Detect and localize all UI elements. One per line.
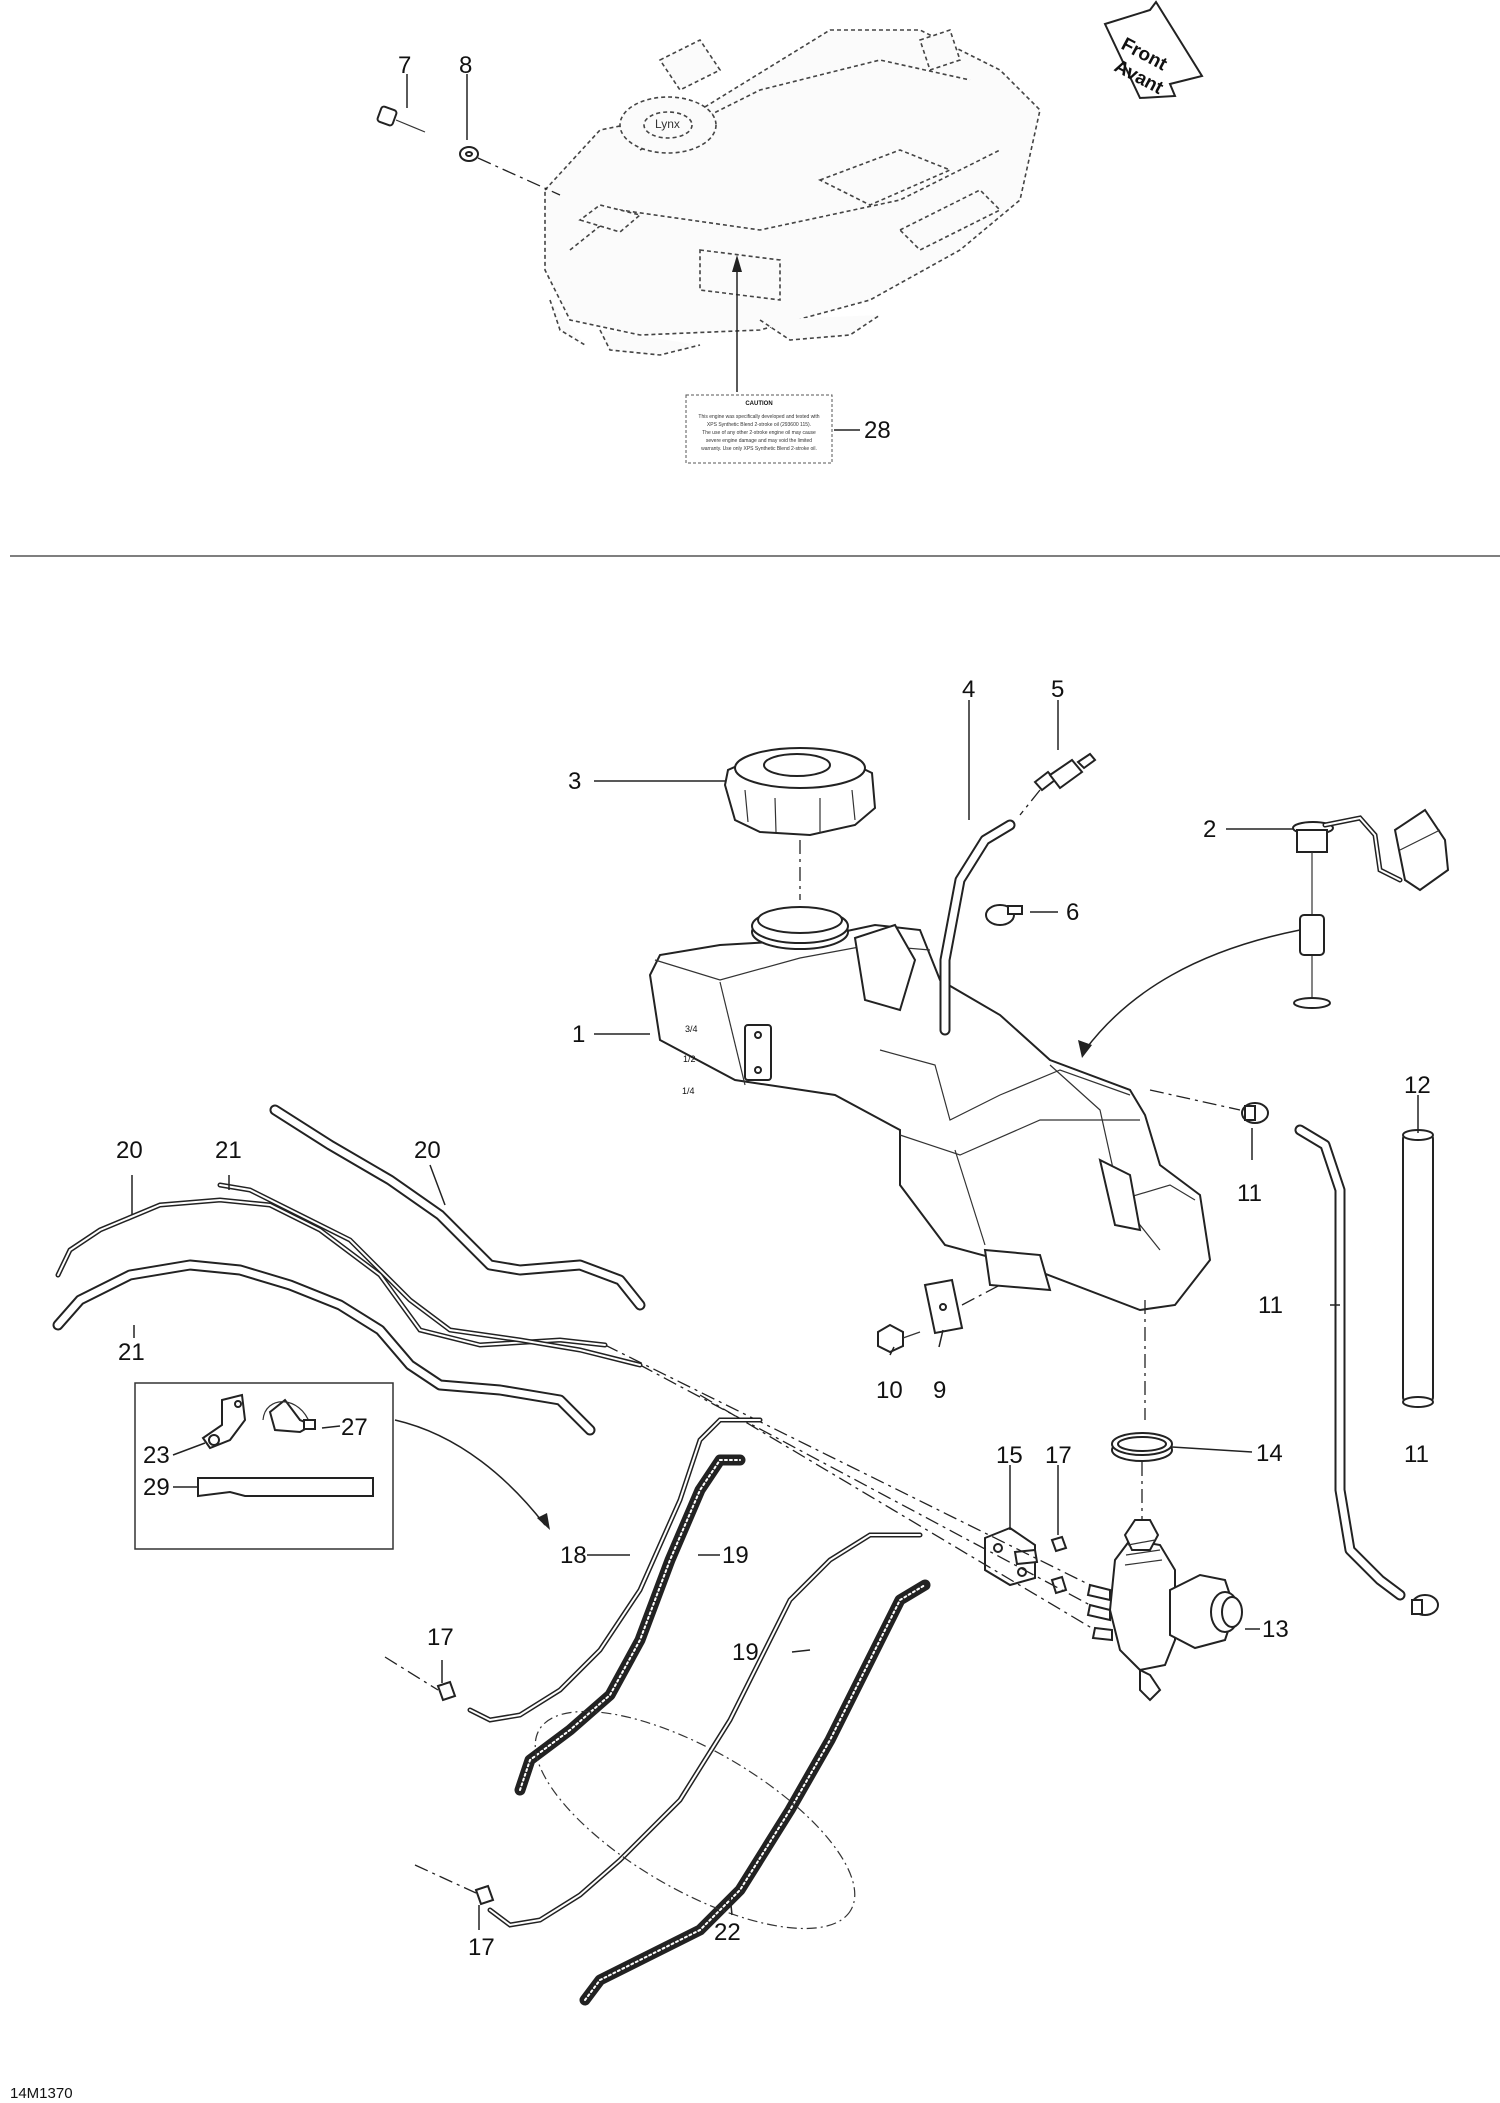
clamp-part-6 xyxy=(985,904,1023,926)
level-sensor-part-2 xyxy=(1292,808,1450,1009)
callout-10: 10 xyxy=(876,1377,903,1404)
bolt-part-10 xyxy=(877,1323,921,1354)
washer-part-8 xyxy=(459,146,479,162)
svg-text:3/4: 3/4 xyxy=(685,1024,698,1034)
vent-hose-part-4 xyxy=(939,819,1016,1036)
clamp-part-15 xyxy=(1111,1432,1173,1462)
callout-18: 18 xyxy=(560,1542,587,1569)
callout-17-pump: 17 xyxy=(1045,1442,1072,1469)
sleeve-part-13 xyxy=(1402,1129,1434,1408)
flange-part-16 xyxy=(984,1526,1039,1587)
routing-zone-outline xyxy=(534,1710,856,1930)
oil-hose-part-18 xyxy=(467,1417,763,1723)
svg-text:1/4: 1/4 xyxy=(682,1086,695,1096)
small-clamp-part-17-bottom xyxy=(474,1884,495,1906)
caution-decal-line-3: The use of any other 2-stroke engine oil… xyxy=(702,430,816,436)
vehicle-body-phantom: Lynx xyxy=(544,28,1041,356)
callout-28: 28 xyxy=(864,417,891,444)
small-clamp-part-17-pump xyxy=(1050,1535,1068,1595)
oil-pump-part-14 xyxy=(1086,1519,1243,1702)
leader-lines xyxy=(131,74,1419,1930)
callout-labels: 7 8 28 3 4 5 6 2 1 12 11 11 10 9 14 11 1… xyxy=(116,52,1431,1961)
callout-23: 20 xyxy=(414,1137,441,1164)
callout-26: 23 xyxy=(143,1442,170,1469)
clip-part-27 xyxy=(262,1398,316,1434)
callout-7: 7 xyxy=(398,52,411,79)
callout-6: 6 xyxy=(1066,899,1079,926)
svg-text:Lynx: Lynx xyxy=(655,117,680,131)
callout-29: 29 xyxy=(143,1474,170,1501)
callout-19: 19 xyxy=(732,1639,759,1666)
coiled-hose-part-22 xyxy=(514,1454,746,1796)
callout-13: 12 xyxy=(1404,1072,1431,1099)
callout-21: 21 xyxy=(215,1137,242,1164)
coiled-hose-part-25 xyxy=(579,1579,931,2006)
tape-part-29 xyxy=(197,1477,374,1498)
callout-15: 14 xyxy=(1256,1440,1283,1467)
figure-reference-code: 14M1370 xyxy=(10,2085,73,2102)
caution-decal-line-5: warranty. Use only XPS Synthetic Blend 2… xyxy=(701,446,817,452)
clamp-part-11-lower xyxy=(1411,1594,1439,1616)
kit-box xyxy=(134,1382,394,1550)
nut-plate-part-9 xyxy=(923,1278,964,1335)
oil-hose-part-23 xyxy=(269,1104,646,1311)
callout-24: 21 xyxy=(118,1339,145,1366)
screw-part-7 xyxy=(376,105,426,133)
callout-22: 19 xyxy=(722,1542,749,1569)
clamp-part-11-upper xyxy=(1241,1102,1269,1124)
callout-27: 27 xyxy=(341,1414,368,1441)
callout-2: 2 xyxy=(1203,816,1216,843)
oil-hose-part-24 xyxy=(52,1259,596,1436)
callout-25: 22 xyxy=(714,1919,741,1946)
oil-hose-part-20 xyxy=(55,1197,608,1348)
callout-8: 8 xyxy=(459,52,472,79)
callout-12: 11 xyxy=(1258,1292,1283,1319)
oil-hose-part-21 xyxy=(217,1182,643,1368)
callout-3: 3 xyxy=(568,768,581,795)
oil-line-part-12 xyxy=(1294,1124,1406,1601)
svg-text:1/2: 1/2 xyxy=(683,1054,696,1064)
bracket-part-26 xyxy=(201,1393,247,1450)
tank-cap-part-3 xyxy=(723,747,877,837)
caution-decal-line-4: severe engine damage and may void the li… xyxy=(706,438,812,444)
callout-17-bottom: 17 xyxy=(468,1934,495,1961)
small-clamp-part-17-middle xyxy=(436,1680,457,1702)
callout-14: 13 xyxy=(1262,1616,1289,1643)
callout-5: 5 xyxy=(1051,676,1064,703)
callout-11-lower: 11 xyxy=(1404,1441,1429,1468)
callout-1: 1 xyxy=(572,1021,585,1048)
caution-decal-part-28: CAUTION This engine was specifically dev… xyxy=(685,394,833,464)
callout-9: 9 xyxy=(933,1377,946,1404)
callout-11-upper: 11 xyxy=(1237,1180,1262,1207)
check-valve-part-5 xyxy=(1033,752,1097,792)
caution-decal-line-2: XPS Synthetic Blend 2-stroke oil (293600… xyxy=(707,422,811,428)
callout-4: 4 xyxy=(962,676,975,703)
front-direction-arrow: Front Avant xyxy=(1103,0,1204,99)
oil-tank-part-1: 3/4 1/2 1/4 xyxy=(648,906,1212,1312)
caution-decal-line-1: This engine was specifically developed a… xyxy=(698,414,819,420)
callout-17-middle: 17 xyxy=(427,1624,454,1651)
oil-hose-part-19 xyxy=(487,1532,923,1928)
callout-16: 15 xyxy=(996,1442,1023,1469)
callout-20: 20 xyxy=(116,1137,143,1164)
caution-decal-title: CAUTION xyxy=(745,401,772,407)
